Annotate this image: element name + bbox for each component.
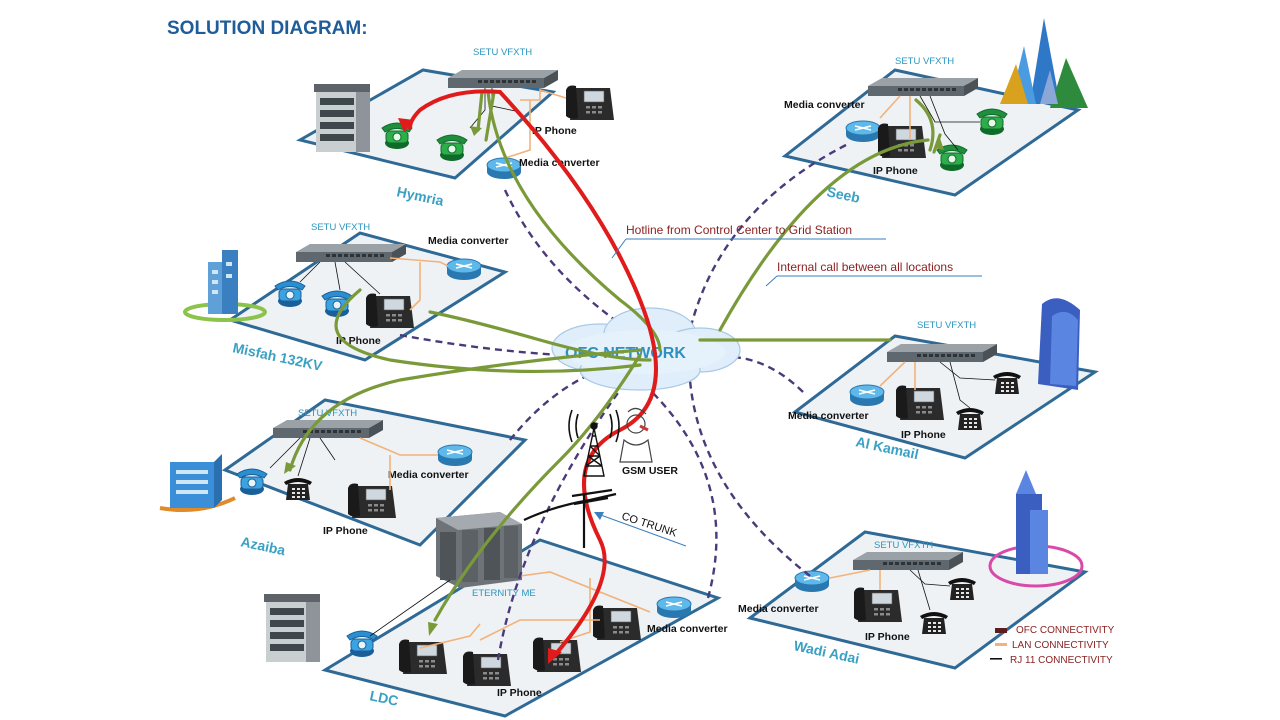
- legend-item-ofc: OFC CONNECTIVITY: [995, 625, 1115, 636]
- legend-label-ofc: OFC CONNECTIVITY: [1016, 625, 1115, 636]
- media-converter-label: Media converter: [738, 603, 819, 615]
- ip-phone-label: IP Phone: [873, 165, 918, 177]
- building-icon: [314, 84, 370, 152]
- site-misfah: SETU VFXTH Media converter IP Phone Misf…: [183, 222, 509, 374]
- hotline-label: Hotline from Control Center to Grid Stat…: [626, 223, 852, 237]
- ip-phone-icon: [853, 587, 903, 623]
- media-converter-label: Media converter: [784, 99, 865, 111]
- switch-label: SETU VFXTH: [895, 56, 954, 67]
- internal-call-annotation: Internal call between all locations: [765, 260, 982, 287]
- site-name: Hymria: [395, 183, 445, 209]
- switch-icon: [296, 244, 406, 262]
- site-ldc: ETERNITY ME Media converter IP Phone LDC: [264, 512, 728, 718]
- media-converter-icon: [446, 258, 482, 281]
- ip-phone-icon: [895, 385, 945, 421]
- site-hymria: SETU VFXTH IP Phone Media converter Hymr…: [295, 47, 615, 209]
- analog-phone-icon: [948, 578, 976, 600]
- co-trunk-arrowhead: [594, 512, 604, 520]
- gsm-tower-icon: [568, 409, 620, 477]
- platform-wadiadai: [746, 530, 1089, 670]
- platform-alkamail: [791, 334, 1099, 460]
- eternity-me-icon: [436, 512, 522, 588]
- site-name: Azaiba: [239, 533, 287, 558]
- media-converter-label: Media converter: [428, 235, 509, 247]
- page-title: SOLUTION DIAGRAM:: [167, 18, 368, 39]
- gsm-user-label: GSM USER: [622, 465, 678, 477]
- media-converter-icon: [656, 596, 692, 619]
- site-name: LDC: [368, 687, 399, 709]
- ip-phone-label: IP Phone: [323, 525, 368, 537]
- switch-label: SETU VFXTH: [311, 222, 370, 233]
- media-converter-label: Media converter: [647, 623, 728, 635]
- co-trunk-pole-icon: [523, 488, 617, 548]
- site-wadiadai: SETU VFXTH Media converter IP Phone Wadi…: [738, 470, 1089, 670]
- site-azaiba: SETU VFXTH Media converter IP Phone Azai…: [159, 398, 529, 558]
- skyscraper-icon: [1038, 298, 1080, 390]
- gsm-user-icon: [619, 407, 653, 463]
- switch-label: ETERNITY ME: [472, 588, 536, 599]
- ip-phone-icon: [365, 293, 415, 329]
- legend-swatch-ofc: [995, 628, 1007, 633]
- switch-icon: [273, 420, 383, 438]
- analog-phone-icon: [920, 612, 948, 634]
- internal-call-label: Internal call between all locations: [777, 260, 953, 274]
- ip-phone-icon: [565, 85, 615, 121]
- media-converter-icon: [849, 384, 885, 407]
- legend-label-lan: LAN CONNECTIVITY: [1012, 640, 1109, 651]
- building-icon: [159, 454, 236, 512]
- ip-phone-label: IP Phone: [865, 631, 910, 643]
- switch-icon: [887, 344, 997, 362]
- ip-phone-label: IP Phone: [901, 429, 946, 441]
- analog-phone-icon: [284, 478, 312, 500]
- ip-phone-icon: [398, 639, 448, 675]
- internal-call-links: [288, 90, 942, 622]
- hotline-annotation: Hotline from Control Center to Grid Stat…: [611, 223, 886, 259]
- analog-phone-icon: [956, 408, 984, 430]
- media-converter-icon: [794, 570, 830, 593]
- site-alkamail: SETU VFXTH Media converter IP Phone Al K…: [788, 298, 1099, 462]
- legend-swatch-lan: [995, 643, 1007, 646]
- legend-swatch-rj11: [990, 658, 1002, 660]
- ip-phone-icon: [592, 605, 642, 641]
- skyscraper-icon: [988, 470, 1084, 588]
- legend-item-lan: LAN CONNECTIVITY: [995, 640, 1109, 651]
- switch-icon: [853, 552, 963, 570]
- ip-phone-label: IP Phone: [497, 687, 542, 699]
- ip-phone-icon: [462, 651, 512, 687]
- switch-icon: [868, 78, 978, 96]
- analog-phone-icon: [976, 108, 1008, 136]
- switch-label: SETU VFXTH: [473, 47, 532, 58]
- analog-phone-icon: [236, 468, 268, 496]
- analog-phone-icon: [993, 372, 1021, 394]
- ip-phone-icon: [347, 483, 397, 519]
- analog-phone-icon: [436, 134, 468, 162]
- skyscraper-icon: [1000, 18, 1088, 108]
- switch-icon: [448, 70, 558, 88]
- switch-label: SETU VFXTH: [917, 320, 976, 331]
- site-seeb: SETU VFXTH Media converter IP Phone Seeb: [781, 18, 1088, 206]
- media-converter-label: Media converter: [388, 469, 469, 481]
- legend: OFC CONNECTIVITY LAN CONNECTIVITY RJ 11 …: [990, 625, 1115, 666]
- media-converter-label: Media converter: [788, 410, 869, 422]
- switch-label: SETU VFXTH: [874, 540, 933, 551]
- skyscraper-icon: [183, 250, 267, 322]
- analog-phone-icon: [274, 280, 306, 308]
- building-icon: [264, 594, 320, 662]
- analog-phone-icon: [346, 630, 378, 658]
- legend-item-rj11: RJ 11 CONNECTIVITY: [990, 655, 1113, 666]
- co-trunk-arrow: [597, 513, 687, 547]
- ip-phone-label: IP Phone: [532, 125, 577, 137]
- media-converter-icon: [437, 444, 473, 467]
- media-converter-icon: [845, 120, 881, 143]
- site-name: Seeb: [825, 183, 861, 206]
- legend-label-rj11: RJ 11 CONNECTIVITY: [1010, 655, 1113, 666]
